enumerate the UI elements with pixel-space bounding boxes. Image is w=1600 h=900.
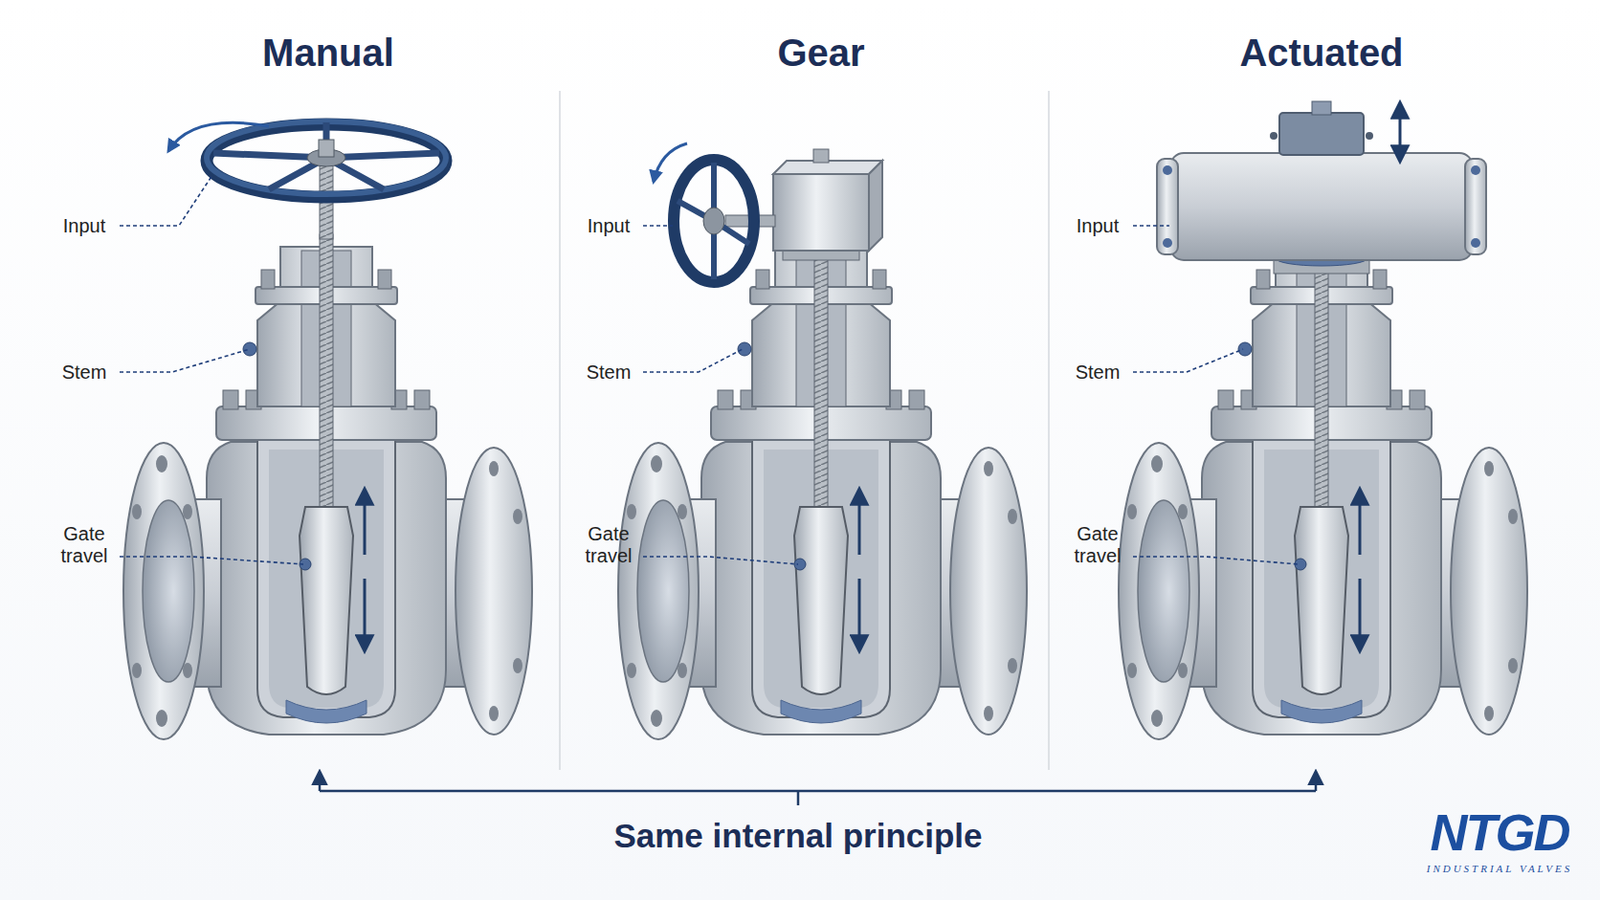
divider-line <box>558 90 561 771</box>
valve-part <box>643 224 673 227</box>
valve-part <box>1133 556 1299 565</box>
column-title: Actuated <box>1177 30 1466 75</box>
part-label: Stem <box>1054 361 1141 384</box>
valve-part <box>119 556 304 565</box>
valve-part <box>318 139 334 157</box>
gate-valve <box>123 234 533 740</box>
bracket <box>319 772 1316 806</box>
leader-lines <box>119 175 1299 565</box>
valve-part <box>703 207 725 235</box>
valve-part <box>1314 772 1318 792</box>
valve-part <box>1133 224 1170 227</box>
valve-part <box>1279 112 1364 156</box>
valve-part <box>653 143 688 182</box>
logo-tagline: INDUSTRIAL VALVES <box>1384 863 1600 876</box>
valve-part <box>1470 165 1481 176</box>
part-label: Input <box>1054 215 1141 238</box>
valve-part <box>673 159 755 283</box>
valve-part <box>1170 153 1473 261</box>
part-label: Stem <box>41 361 128 384</box>
valve-part <box>1269 132 1278 140</box>
valve-part <box>813 149 829 163</box>
divider-line <box>1047 90 1050 771</box>
part-label: Input <box>41 215 128 238</box>
valve-part <box>1133 349 1244 373</box>
handwheel-assembly <box>168 121 446 240</box>
valve-part <box>643 556 799 565</box>
gate-valve <box>1118 234 1528 740</box>
column-title: Manual <box>184 30 472 75</box>
part-label: Input <box>565 215 652 238</box>
valve-part <box>797 791 800 806</box>
valve-part <box>1311 101 1332 115</box>
valve-part <box>318 772 322 792</box>
valve-part <box>1465 158 1487 255</box>
logo-text: NTGD <box>1394 802 1600 863</box>
part-label: Gate travel <box>577 523 641 568</box>
valve-part <box>643 349 743 373</box>
valve-part <box>868 160 883 251</box>
valve-part <box>1162 238 1173 248</box>
valve-part <box>1399 103 1402 161</box>
part-label: Gate travel <box>1066 523 1130 568</box>
valve-part <box>206 121 446 195</box>
valve-part <box>119 349 250 373</box>
valve-part <box>1365 132 1374 140</box>
valve-part <box>119 175 213 226</box>
valve-part <box>1156 158 1178 255</box>
valve-part <box>1470 238 1481 248</box>
gear-operator <box>653 143 883 283</box>
valve-part <box>319 790 1316 794</box>
part-label: Stem <box>565 361 652 384</box>
valve-part <box>773 174 869 251</box>
note-text: Same internal principle <box>463 817 1134 856</box>
actuator <box>1156 101 1487 274</box>
gate-valve <box>618 234 1027 740</box>
column-title: Gear <box>677 30 965 75</box>
valve-part <box>168 122 269 152</box>
valve-part <box>1162 165 1173 176</box>
part-label: Gate travel <box>52 523 116 568</box>
